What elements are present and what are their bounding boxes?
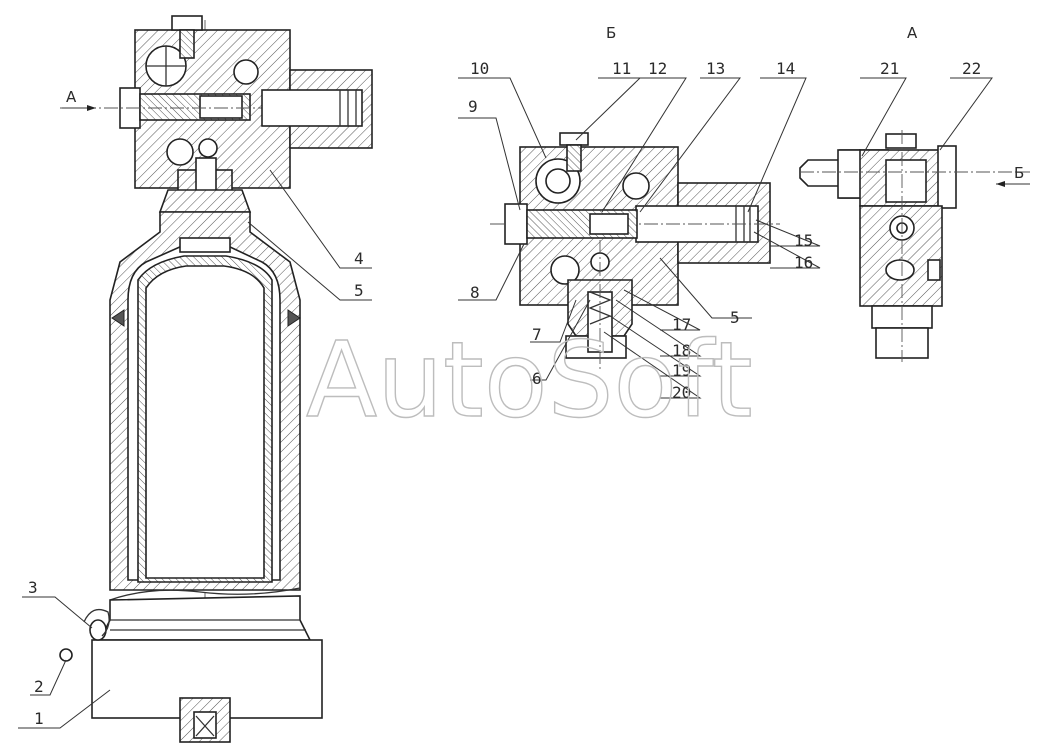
callout-17: 17 [672, 315, 691, 334]
arrow-label-b: Б [1014, 164, 1024, 182]
callout-16: 16 [794, 253, 813, 272]
callout-11: 11 [612, 59, 631, 78]
callout-5-view-b: 5 [730, 308, 740, 327]
callout-22: 22 [962, 59, 981, 78]
callout-6: 6 [532, 369, 542, 388]
callout-20: 20 [672, 383, 691, 402]
callout-13: 13 [706, 59, 725, 78]
callout-9: 9 [468, 97, 478, 116]
cylinder-assembly [59, 15, 373, 743]
view-a [799, 130, 1030, 362]
callout-8: 8 [470, 283, 480, 302]
watermark-text: AutoSoft [306, 319, 753, 441]
callout-14: 14 [776, 59, 795, 78]
callout-12: 12 [648, 59, 667, 78]
callout-10: 10 [470, 59, 489, 78]
leader-lines [18, 77, 993, 729]
callout-1: 1 [34, 709, 44, 728]
callout-2: 2 [34, 677, 44, 696]
callout-4: 4 [354, 249, 364, 268]
callout-5: 5 [354, 281, 364, 300]
callout-19: 19 [672, 361, 691, 380]
callout-15: 15 [794, 231, 813, 250]
view-label-a: А [907, 24, 918, 42]
section-view-b [490, 132, 780, 370]
callout-7: 7 [532, 325, 542, 344]
callout-3: 3 [28, 578, 38, 597]
arrow-label-a: А [66, 88, 77, 106]
callout-21: 21 [880, 59, 899, 78]
callout-18: 18 [672, 341, 691, 360]
view-label-b: Б [606, 24, 616, 42]
